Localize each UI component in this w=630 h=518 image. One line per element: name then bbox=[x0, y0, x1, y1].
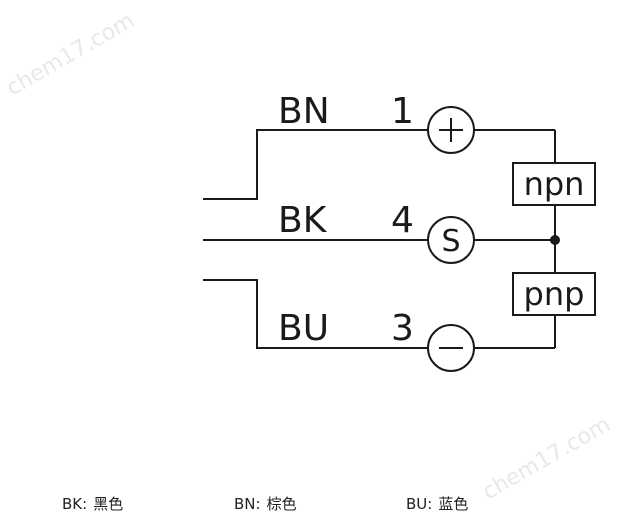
bu-code-label: BU bbox=[278, 308, 329, 349]
legend-code: BN: bbox=[234, 495, 261, 513]
bn-wire bbox=[203, 129, 428, 200]
bu-wire bbox=[203, 279, 428, 349]
pin-4-label: 4 bbox=[391, 200, 414, 241]
npn-box bbox=[512, 162, 596, 206]
legend-item-bk: BK: 黑色 bbox=[62, 493, 123, 514]
legend-item-bn: BN: 棕色 bbox=[234, 493, 297, 514]
pnp-label: pnp bbox=[524, 275, 585, 313]
terminal-1-circle bbox=[427, 106, 475, 154]
terminal-3-circle bbox=[427, 324, 475, 372]
legend-code: BU: bbox=[406, 495, 433, 513]
junction-dot bbox=[550, 235, 560, 245]
legend-color-name: 蓝色 bbox=[438, 495, 469, 513]
signal-symbol: S bbox=[441, 224, 460, 259]
watermark-bottom-right: chem17.com bbox=[479, 412, 615, 505]
legend-code: BK: bbox=[62, 495, 88, 513]
terminal-4-circle bbox=[427, 216, 475, 264]
legend-color-name: 黑色 bbox=[93, 495, 124, 513]
pin-3-label: 3 bbox=[391, 308, 414, 349]
npn-label: npn bbox=[524, 165, 585, 203]
plus-icon bbox=[439, 118, 463, 142]
bn-code-label: BN bbox=[278, 91, 330, 132]
legend-item-bu: BU: 蓝色 bbox=[406, 493, 468, 514]
pin-1-label: 1 bbox=[391, 91, 414, 132]
bk-code-label: BK bbox=[278, 200, 328, 241]
pnp-box bbox=[512, 272, 596, 316]
watermark-top-left: chem17.com bbox=[3, 8, 139, 101]
legend-color-name: 棕色 bbox=[266, 495, 297, 513]
